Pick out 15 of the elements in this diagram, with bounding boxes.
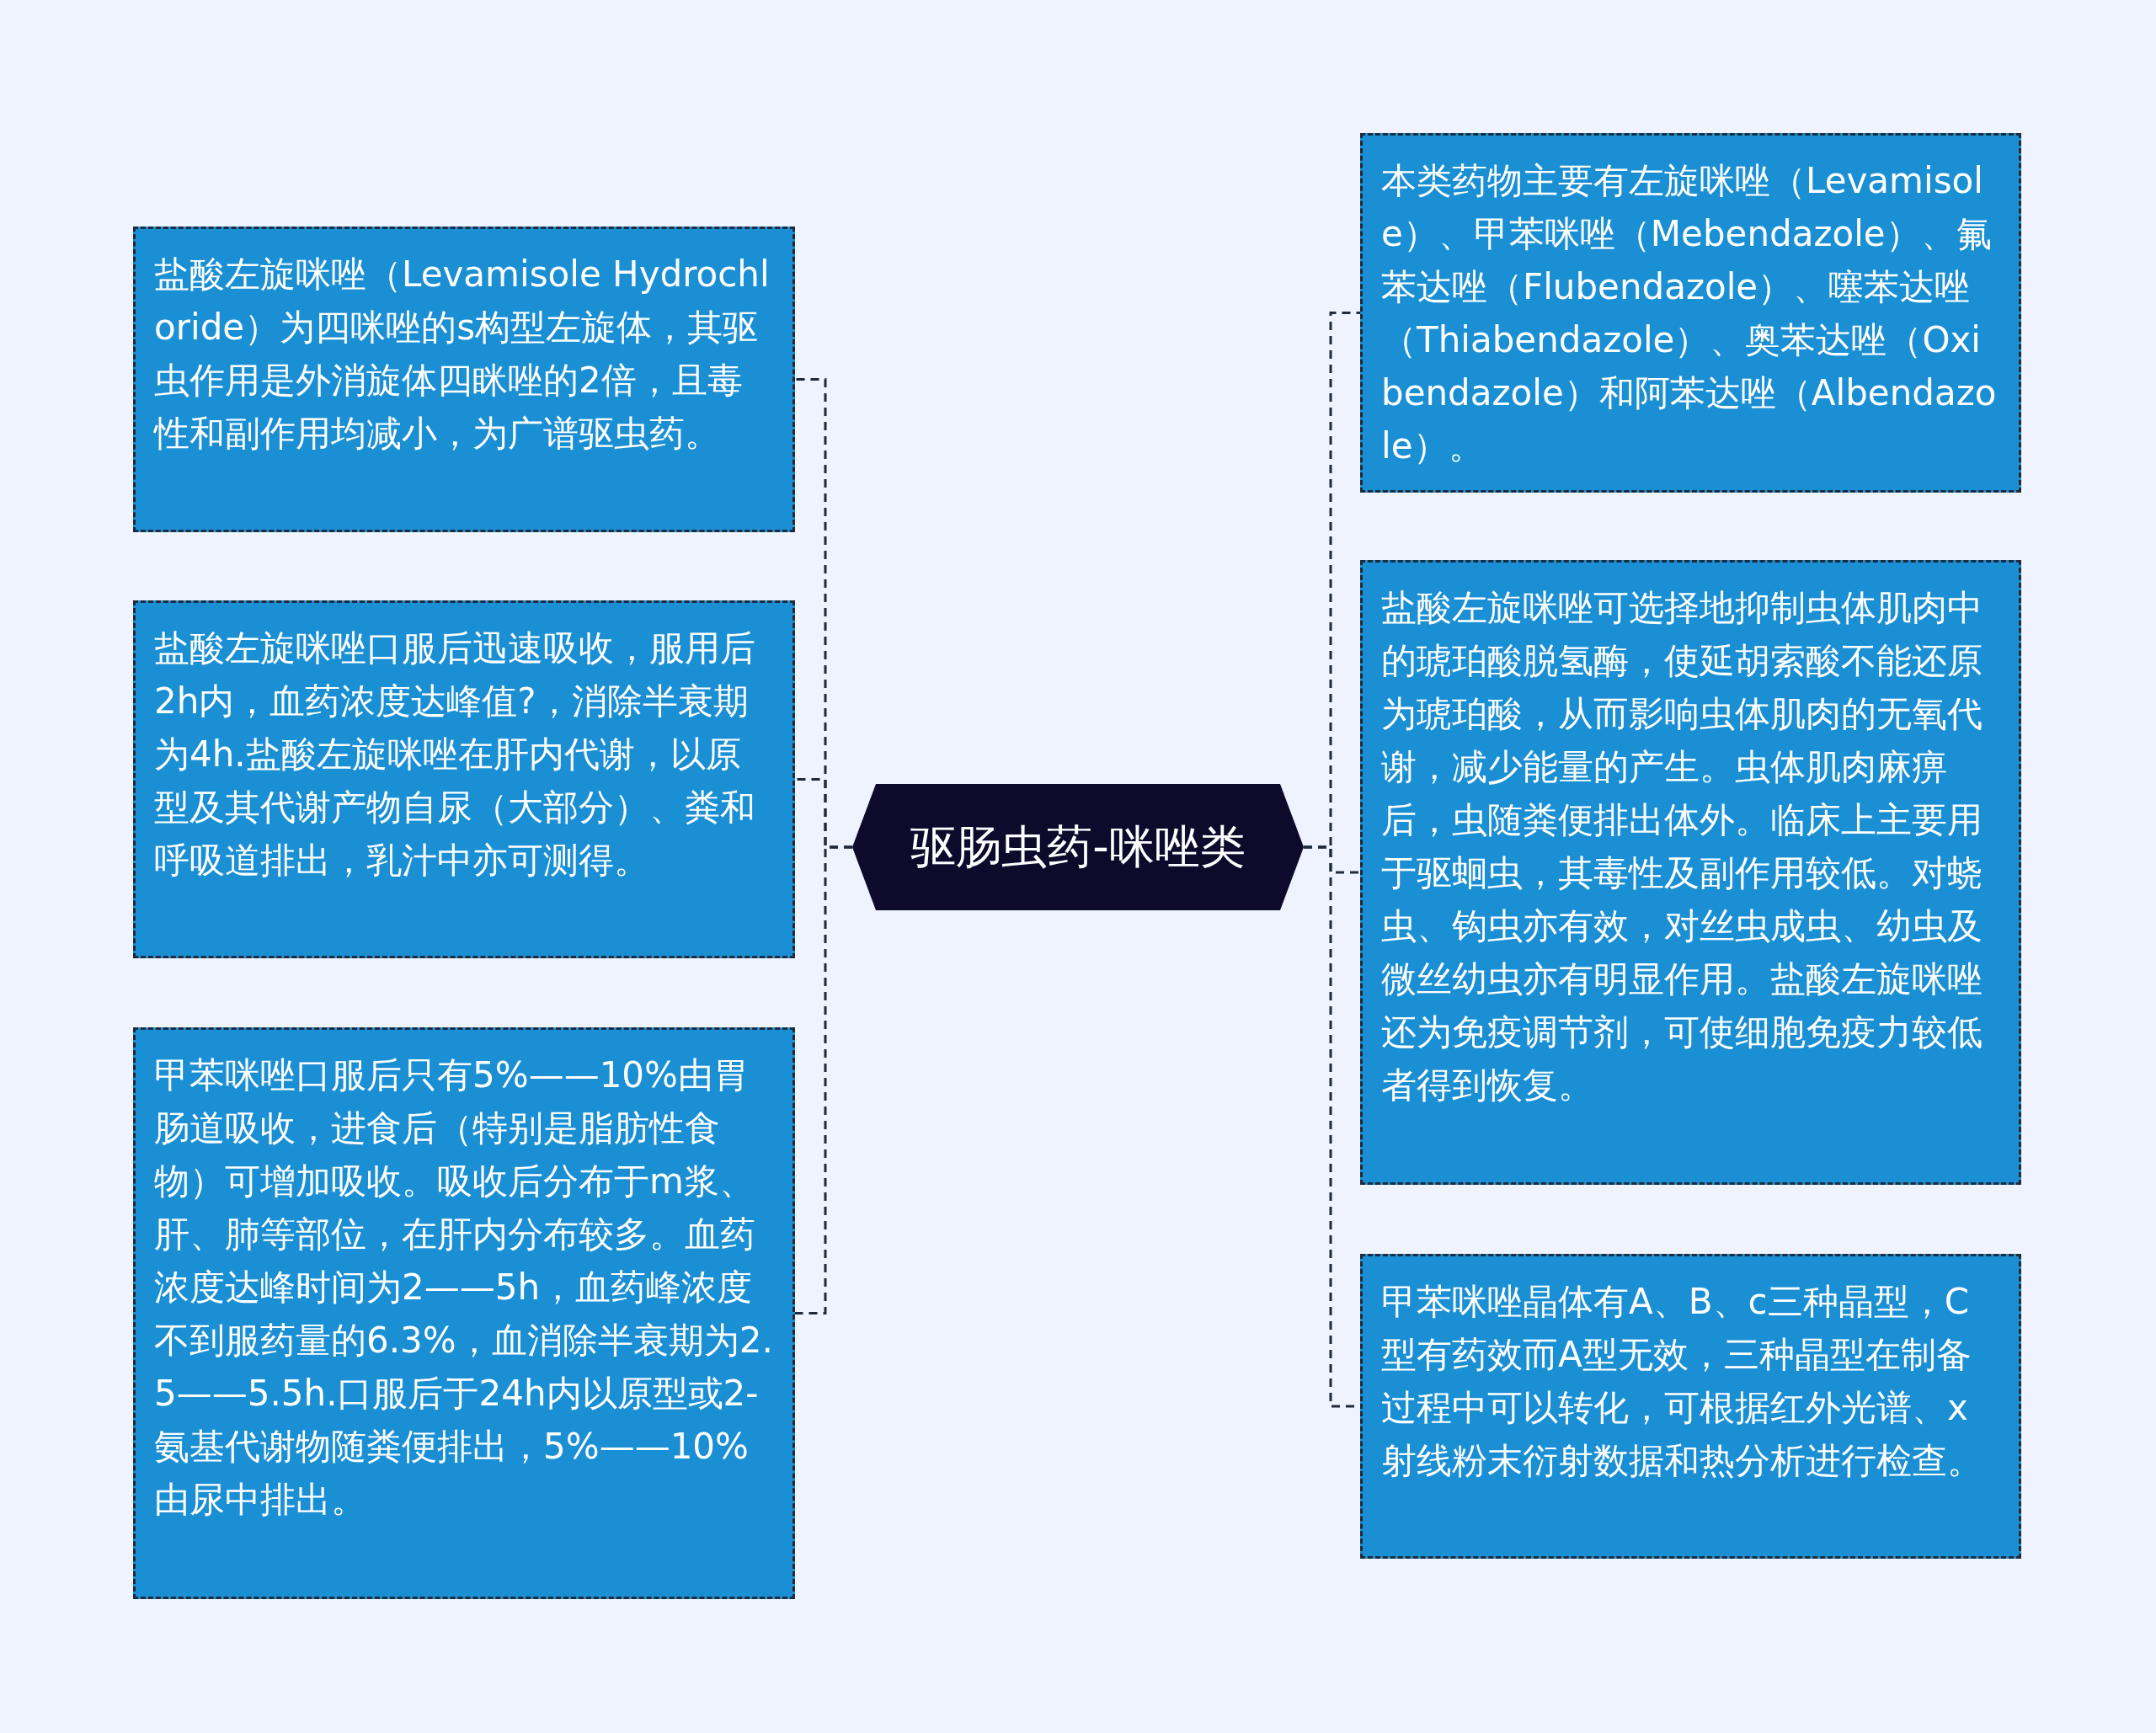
text-box: [133, 600, 795, 958]
text-box: [1360, 133, 2021, 493]
description-text: 本类药物主要有左旋咪唑（Levamisole）、甲苯咪唑（Mebendazole）、氟苯达唑（Flubendazole）、噻苯达唑（Thiabendazole）、奥苯达唑（Oxibendazole）和阿苯达唑（Albendazole）。: [1381, 159, 1998, 468]
topic-title: 驱肠虫药-咪唑类: [910, 819, 1246, 875]
text-box: [133, 227, 795, 532]
description-text: 盐酸左旋咪唑（Levamisole Hydrochloride）为四咪唑的s构型左旋体，其驱虫作用是外消旋体四眯唑的2倍，且毒性和副作用均减小，为广谱驱虫药。: [154, 253, 771, 456]
description-text: 甲苯咪唑口服后只有5%——10%由胃肠道吸收，进食后（特别是脂肪性食物）可增加吸收。吸收后分布于m浆、肝、肺等部位，在肝内分布较多。血药浓度达峰时间为2——5h，血药峰浓度不到服药量的6.3%，血消除半衰期为2.5——5.5h.口服后于24h内以原型或2-氨基代谢物随粪便排出，5%——10%由尿中排出。: [154, 1053, 774, 1522]
description-text: 盐酸左旋咪唑可选择地抑制虫体肌肉中的琥珀酸脱氢酶，使延胡索酸不能还原为琥珀酸，从而影响虫体肌肉的无氧代谢，减少能量的产生。虫体肌肉麻痹后，虫随粪便排出体外。临床上主要用于驱蛔虫，其毒性及副作用较低。对蛲虫、钩虫亦有效，对丝虫成虫、幼虫及微丝幼虫亦有明显作用。盐酸左旋咪唑还为免疫调节剂，可使细胞免疫力较低者得到恢复。: [1381, 586, 1983, 1107]
text-box: [1360, 560, 2021, 1185]
text-box: [133, 1027, 795, 1599]
topic-hexagon: [852, 784, 1304, 910]
description-text: 盐酸左旋咪唑口服后迅速吸收，服用后2h内，血药浓度达峰值?，消除半衰期为4h.盐酸左旋咪唑在肝内代谢，以原型及其代谢产物自尿（大部分）、粪和呼吸道排出，乳汁中亦可测得。: [154, 627, 756, 882]
connector-line: [795, 845, 852, 1314]
description-text: 甲苯咪唑晶体有A、B、c三种晶型，C型有药效而A型无效，三种晶型在制备过程中可以转化，可根据红外光谱、x射线粉末衍射数据和热分析进行检查。: [1381, 1280, 1983, 1483]
text-box: [1360, 1254, 2021, 1559]
